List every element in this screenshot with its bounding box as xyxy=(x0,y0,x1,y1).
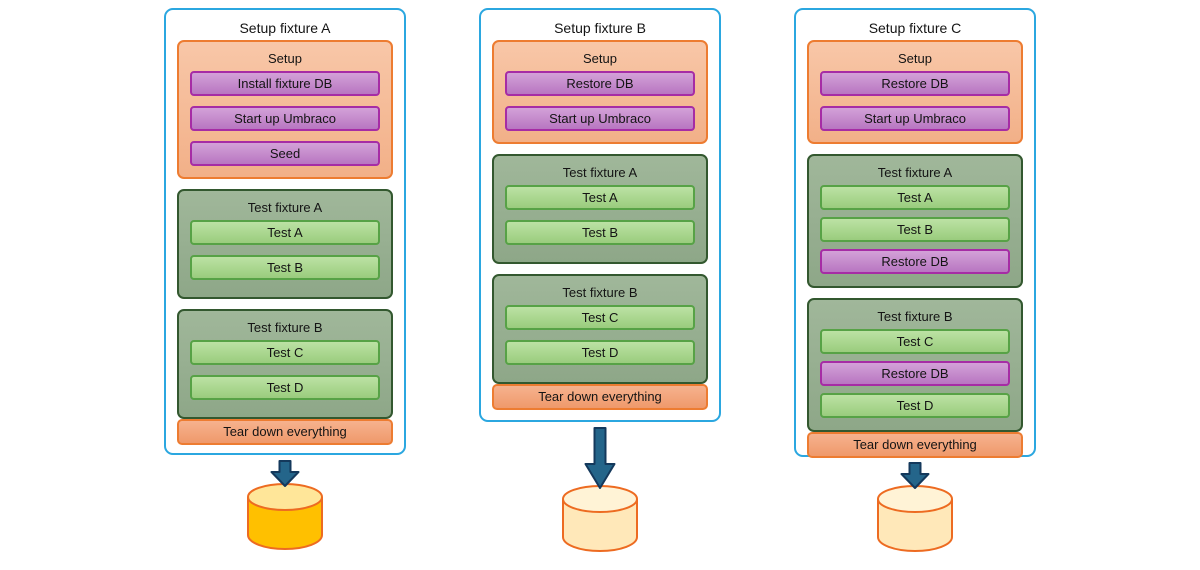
test-fixture-title: Test fixture A xyxy=(247,200,323,215)
teardown-bar: Tear down everything xyxy=(177,419,393,445)
setup-group: Setup Restore DB Start up Umbraco xyxy=(492,40,708,144)
test-step: Test D xyxy=(190,375,380,400)
teardown-bar: Tear down everything xyxy=(807,432,1023,458)
test-step: Test B xyxy=(505,220,695,245)
setup-step: Start up Umbraco xyxy=(820,106,1010,131)
test-step: Test B xyxy=(190,255,380,280)
test-step: Test C xyxy=(190,340,380,365)
test-step: Test D xyxy=(820,393,1010,418)
test-step: Test D xyxy=(505,340,695,365)
test-fixture-group: Test fixture B Test C Test D xyxy=(492,274,708,384)
down-arrow-icon xyxy=(270,460,300,487)
fixture-panel-a: Setup fixture A Setup Install fixture DB… xyxy=(164,8,406,455)
panel-title: Setup fixture A xyxy=(239,20,331,36)
test-step: Test B xyxy=(820,217,1010,242)
restore-db-step: Restore DB xyxy=(820,249,1010,274)
test-fixture-group: Test fixture B Test C Test D xyxy=(177,309,393,419)
fixture-column-c: Setup fixture C Setup Restore DB Start u… xyxy=(794,8,1036,554)
database-icon xyxy=(562,485,638,552)
setup-step: Restore DB xyxy=(505,71,695,96)
restore-db-step: Restore DB xyxy=(820,361,1010,386)
panel-title: Setup fixture C xyxy=(868,20,962,36)
teardown-bar: Tear down everything xyxy=(492,384,708,410)
setup-group-title: Setup xyxy=(268,51,302,66)
setup-step: Seed xyxy=(190,141,380,166)
test-fixture-group: Test fixture B Test C Restore DB Test D xyxy=(807,298,1023,432)
fixture-column-b: Setup fixture B Setup Restore DB Start u… xyxy=(479,8,721,554)
fixture-panel-c: Setup fixture C Setup Restore DB Start u… xyxy=(794,8,1036,458)
setup-group: Setup Restore DB Start up Umbraco xyxy=(807,40,1023,144)
fixture-panel-b: Setup fixture B Setup Restore DB Start u… xyxy=(479,8,721,422)
database-icon xyxy=(247,483,323,550)
test-step: Test A xyxy=(505,185,695,210)
test-fixture-title: Test fixture A xyxy=(877,165,953,180)
down-arrow-icon xyxy=(900,462,930,489)
setup-step: Restore DB xyxy=(820,71,1010,96)
test-step: Test C xyxy=(505,305,695,330)
test-fixture-group: Test fixture A Test A Test B xyxy=(177,189,393,299)
test-step: Test A xyxy=(820,185,1010,210)
test-fixture-title: Test fixture A xyxy=(562,165,638,180)
test-fixture-title: Test fixture B xyxy=(247,320,323,335)
setup-group-title: Setup xyxy=(583,51,617,66)
database-icon xyxy=(877,485,953,552)
down-arrow-icon xyxy=(584,427,616,489)
test-fixture-title: Test fixture B xyxy=(562,285,638,300)
test-fixture-group: Test fixture A Test A Test B xyxy=(492,154,708,264)
fixture-column-a: Setup fixture A Setup Install fixture DB… xyxy=(164,8,406,552)
setup-group-title: Setup xyxy=(898,51,932,66)
panel-title: Setup fixture B xyxy=(554,20,646,36)
test-step: Test C xyxy=(820,329,1010,354)
test-fixture-title: Test fixture B xyxy=(877,309,953,324)
setup-step: Start up Umbraco xyxy=(190,106,380,131)
test-step: Test A xyxy=(190,220,380,245)
test-fixture-group: Test fixture A Test A Test B Restore DB xyxy=(807,154,1023,288)
setup-step: Install fixture DB xyxy=(190,71,380,96)
setup-group: Setup Install fixture DB Start up Umbrac… xyxy=(177,40,393,179)
setup-step: Start up Umbraco xyxy=(505,106,695,131)
